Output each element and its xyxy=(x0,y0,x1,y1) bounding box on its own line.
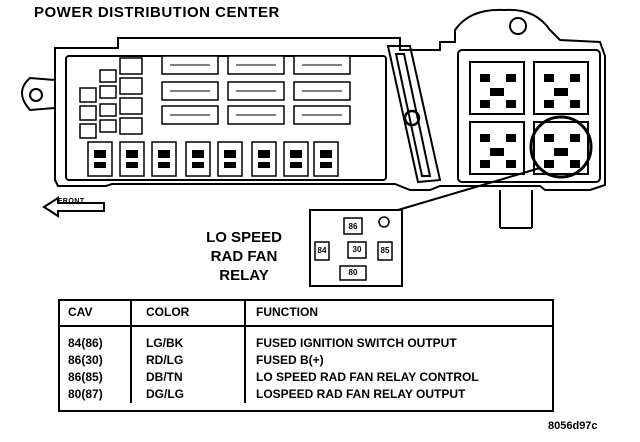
relay-pin-85-label: 85 xyxy=(380,246,390,255)
cell-cav: 86(30) xyxy=(60,352,132,369)
table-row: 86(85) DB/TN LO SPEED RAD FAN RELAY CONT… xyxy=(60,369,552,386)
cell-cav: 84(86) xyxy=(60,326,132,352)
cell-function: FUSED B(+) xyxy=(256,353,324,367)
relay-pin-84-label: 84 xyxy=(317,246,327,255)
relay-pin-top-socket xyxy=(343,217,363,235)
cell-color: LG/BK xyxy=(131,326,246,352)
cell-color: DG/LG xyxy=(131,386,246,403)
power-distribution-center-drawing xyxy=(21,8,606,287)
relay-label-line-1: LO SPEED xyxy=(206,229,282,246)
front-arrow-label: FRONT xyxy=(58,198,85,205)
cell-function: FUSED IGNITION SWITCH OUTPUT xyxy=(256,336,457,350)
table-row: 86(30) RD/LG FUSED B(+) xyxy=(60,352,552,369)
relay-label-line-3: RELAY xyxy=(219,267,269,284)
header-color: COLOR xyxy=(131,301,246,327)
table-header-row: CAV COLOR FUNCTION xyxy=(60,301,552,327)
cell-cav: 80(87) xyxy=(60,386,132,403)
relay-label-line-2: RAD FAN xyxy=(210,248,278,265)
header-cav: CAV xyxy=(60,301,132,327)
cell-function: LOSPEED RAD FAN RELAY OUTPUT xyxy=(256,387,466,401)
cell-color: DB/TN xyxy=(131,369,246,386)
table-row: 84(86) LG/BK FUSED IGNITION SWITCH OUTPU… xyxy=(60,326,552,352)
cavity-table: CAV COLOR FUNCTION 84(86) LG/BK FUSED IG… xyxy=(60,301,552,403)
header-function: FUNCTION xyxy=(245,301,552,327)
figure-reference: 8056d97c xyxy=(548,420,598,432)
relay-pin-30-label: 30 xyxy=(352,245,362,254)
cell-cav: 86(85) xyxy=(60,369,132,386)
diagram-title: POWER DISTRIBUTION CENTER xyxy=(34,4,280,21)
relay-pin-86-label: 86 xyxy=(348,222,358,231)
table-frame xyxy=(58,299,554,412)
cell-color: RD/LG xyxy=(131,352,246,369)
table-row: 80(87) DG/LG LOSPEED RAD FAN RELAY OUTPU… xyxy=(60,386,552,403)
relay-callout-label: LO SPEED RAD FAN RELAY xyxy=(188,228,300,285)
relay-pin-80-label: 80 xyxy=(348,268,358,277)
cell-function: LO SPEED RAD FAN RELAY CONTROL xyxy=(256,370,479,384)
